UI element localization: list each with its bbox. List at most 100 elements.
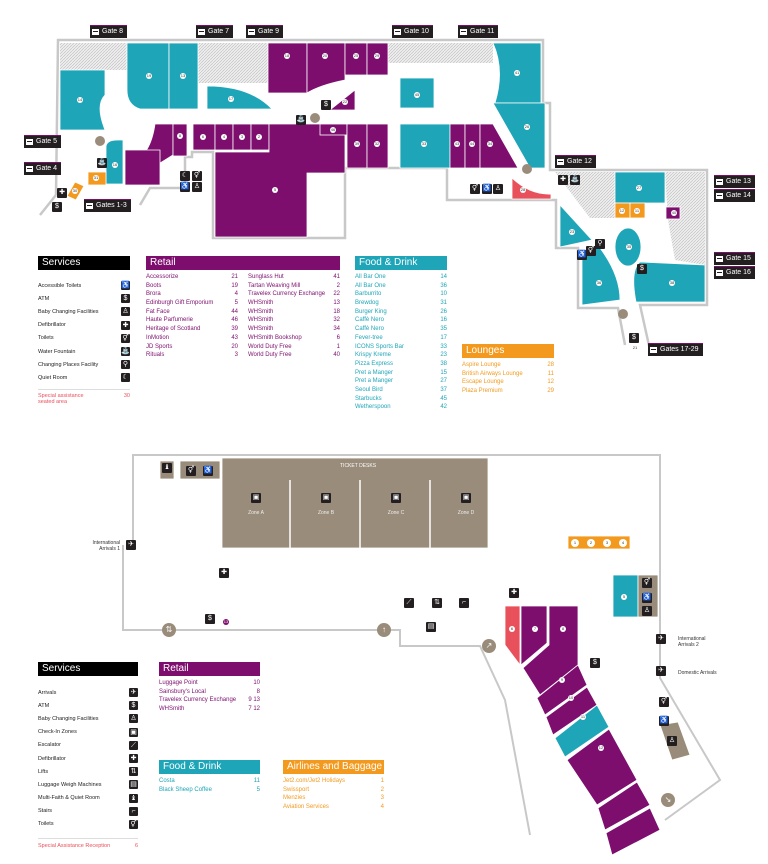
unit-marker[interactable]: 26 [524,124,530,130]
gate-label[interactable]: Gate 9 [246,25,284,38]
unit-marker[interactable]: 7 [532,626,538,632]
unit-marker[interactable]: 44 [469,141,475,147]
gate-label[interactable]: Gate 16 [714,266,755,279]
gate-label[interactable]: Gate 4 [24,162,62,175]
gate-label[interactable]: Gates 1-3 [84,199,131,212]
unit-marker[interactable]: 43 [454,141,460,147]
zone-label[interactable]: Zone B [317,510,335,516]
unit-marker[interactable]: 23 [569,229,575,235]
unit-marker[interactable]: 46 [330,127,336,133]
gate-label[interactable]: Gate 13 [714,175,755,188]
unit-marker[interactable]: 11 [634,208,640,214]
unit-marker[interactable]: 18 [284,53,290,59]
unit-marker[interactable]: 6 [509,626,515,632]
unit-marker[interactable]: 17 [228,96,234,102]
unit-marker[interactable]: 29 [374,53,380,59]
unit-marker[interactable]: 28 [520,187,526,193]
baggage-unit-marker[interactable]: 4 [619,539,627,547]
gate-label[interactable]: Gate 10 [392,25,433,38]
unit-marker[interactable]: 25 [353,53,359,59]
unit-marker[interactable]: 30 [72,188,78,194]
zone-label[interactable]: Zone C [387,510,405,516]
unit-marker[interactable]: 40 [671,210,677,216]
unit-marker[interactable]: 11 [580,714,586,720]
unit-marker[interactable]: 45 [414,92,420,98]
unit-marker[interactable]: 27 [636,185,642,191]
gate-label[interactable]: Gate 14 [714,189,755,202]
unit-marker[interactable]: 2 [256,134,262,140]
unit-marker[interactable]: 36 [596,280,602,286]
unit-marker[interactable]: 21 [632,345,638,351]
unit-marker[interactable]: 16 [112,162,118,168]
unit-marker[interactable]: 35 [626,244,632,250]
unit-marker[interactable]: 34 [487,141,493,147]
unit-marker[interactable]: 14 [77,97,83,103]
unit-marker[interactable]: 12 [619,208,625,214]
zone-label[interactable]: Zone A [248,510,264,516]
unit-marker[interactable]: 12 [598,745,604,751]
unit-marker[interactable]: 39 [354,141,360,147]
unit-marker[interactable]: 8 [560,626,566,632]
baggage-unit-marker[interactable]: 1 [571,539,579,547]
baggage-unit-marker[interactable]: 3 [603,539,611,547]
gate-label[interactable]: Gates 17-29 [648,343,703,356]
baggage-unit-marker[interactable]: 2 [587,539,595,547]
unit-marker[interactable]: 13 [180,73,186,79]
unit-marker[interactable]: 31 [93,175,99,181]
unit-marker[interactable]: 3 [239,134,245,140]
zone-label[interactable]: Zone D [457,510,475,516]
unit-marker[interactable]: 33 [421,141,427,147]
unit-marker[interactable]: 6 [200,134,206,140]
gate-label[interactable]: Gate 8 [90,25,128,38]
unit-marker[interactable]: 9 [559,677,565,683]
unit-marker[interactable]: 19 [146,73,152,79]
gate-label[interactable]: Gate 11 [458,25,499,38]
unit-marker[interactable]: 5 [272,187,278,193]
gate-label[interactable]: Gate 7 [196,25,234,38]
gate-label[interactable]: Gate 5 [24,135,62,148]
